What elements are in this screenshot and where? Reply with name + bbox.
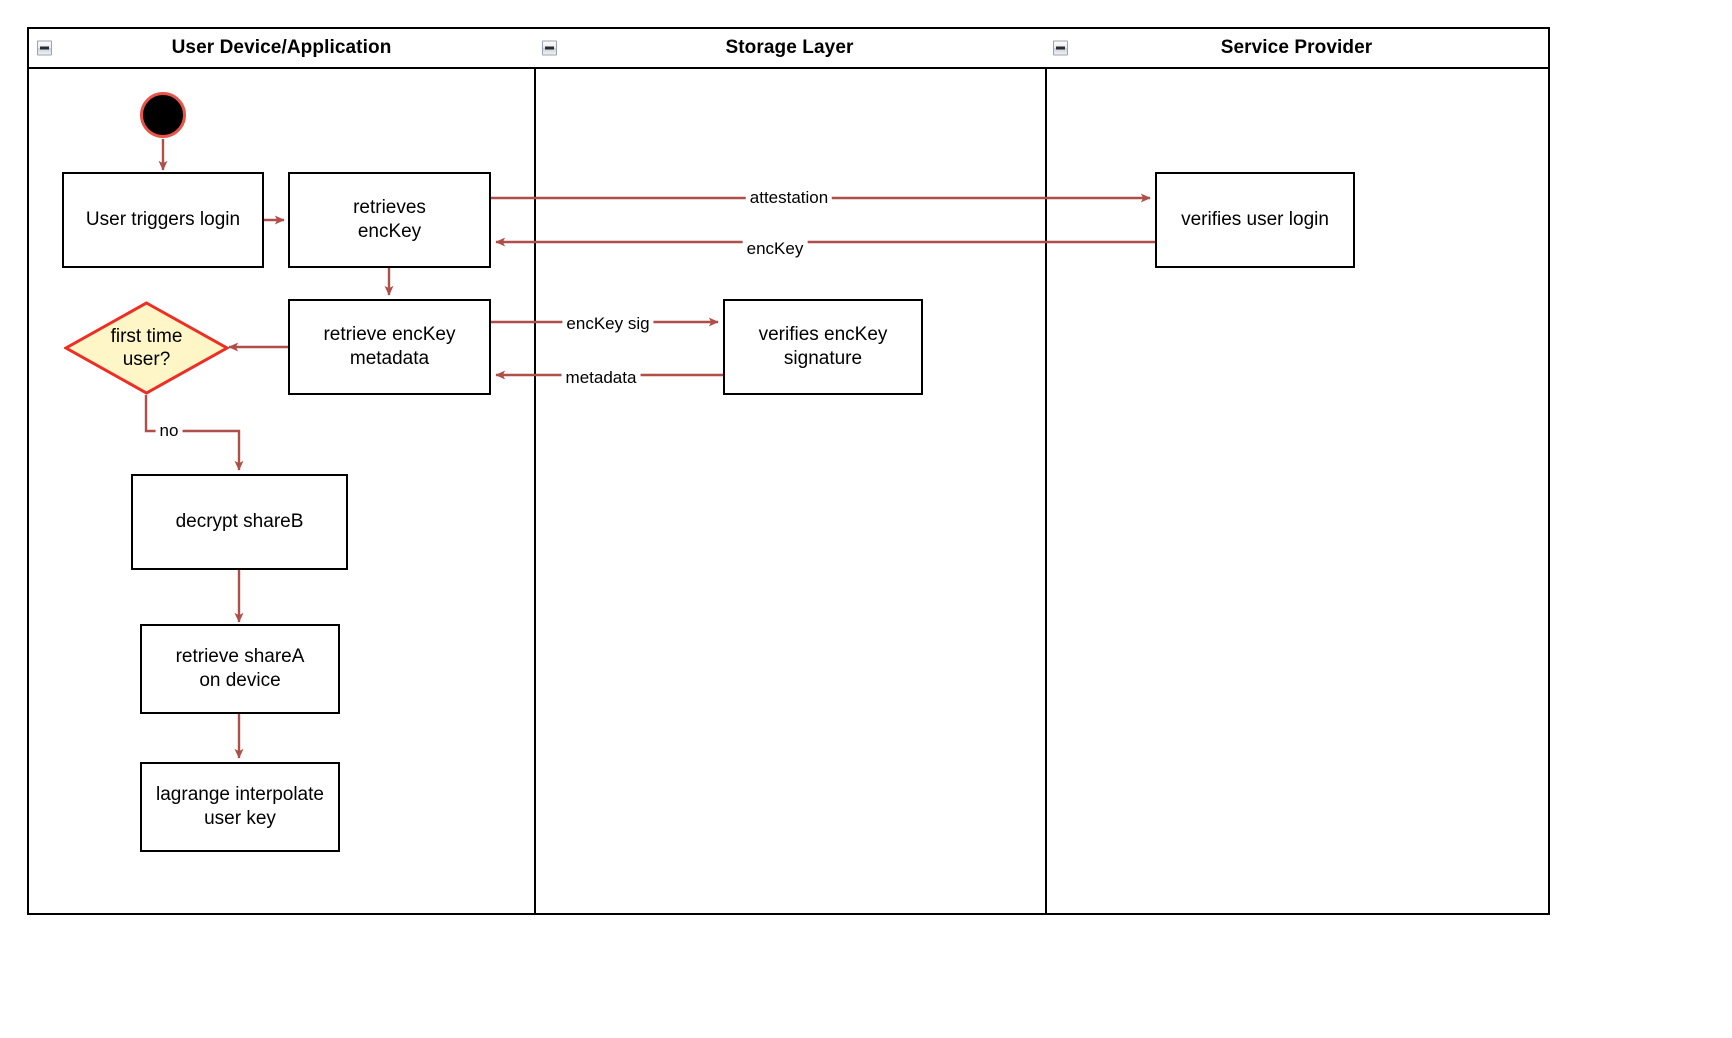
node-retrieve-sharea-line2: on device [199,670,281,691]
node-retrieve-sharea-line1: retrieve shareA [175,646,305,667]
edge-label-attestation: attestation [745,189,833,207]
lane-header-storage-layer[interactable]: Storage Layer [534,29,1045,69]
node-verifies-enckey-signature-line2: signature [783,348,863,369]
minus-square-icon[interactable] [1053,40,1068,56]
node-lagrange-interpolate-user-key[interactable]: lagrange interpolate user key [140,762,340,852]
node-first-time-user[interactable]: first time user? [62,301,231,395]
lane-divider-2 [1045,29,1047,913]
lane-title-service-provider: Service Provider [1220,37,1373,58]
node-retrieve-enckey-metadata[interactable]: retrieve encKey metadata [288,299,491,395]
lane-header-user-device[interactable]: User Device/Application [29,29,534,69]
start-node[interactable] [140,92,186,138]
node-retrieves-enckey[interactable]: retrieves encKey [288,172,491,268]
node-lagrange-line2: user key [204,808,276,829]
lane-header-service-provider[interactable]: Service Provider [1045,29,1548,69]
edge-label-enckey: encKey [742,240,808,258]
node-verifies-enckey-signature[interactable]: verifies encKey signature [723,299,923,395]
lane-title-storage-layer: Storage Layer [725,37,854,58]
lane-divider-1 [534,29,536,913]
node-verifies-user-login[interactable]: verifies user login [1155,172,1355,268]
edge-label-enckey-sig: encKey sig [562,315,654,333]
lane-title-user-device: User Device/Application [171,37,392,58]
node-retrieve-enckey-metadata-line2: metadata [349,348,430,369]
node-user-triggers-login[interactable]: User triggers login [62,172,264,268]
node-retrieve-sharea-on-device[interactable]: retrieve shareA on device [140,624,340,714]
node-retrieves-enckey-line1: retrieves [353,197,426,218]
node-decrypt-shareb[interactable]: decrypt shareB [131,474,348,570]
diamond-shape [62,301,231,395]
minus-square-icon[interactable] [542,40,557,56]
node-retrieves-enckey-line2: encKey [357,221,422,242]
node-lagrange-line1: lagrange interpolate [156,784,324,805]
node-retrieve-enckey-metadata-line1: retrieve encKey [323,324,456,345]
node-verifies-enckey-signature-line1: verifies encKey [758,324,888,345]
edge-label-metadata: metadata [561,369,641,387]
edge-label-no: no [155,422,183,440]
minus-square-icon[interactable] [37,40,52,56]
